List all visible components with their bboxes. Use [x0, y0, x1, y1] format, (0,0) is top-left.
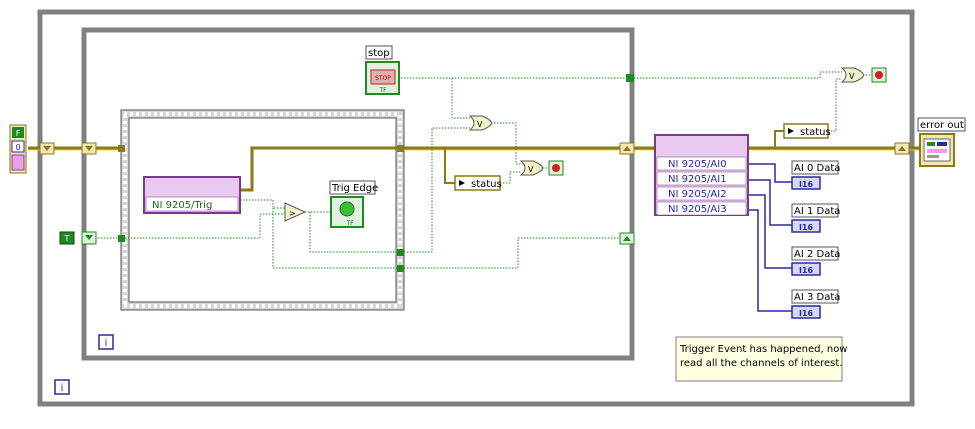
ai-2-type-label: I16 — [799, 266, 814, 275]
ai-channel-row-1 — [656, 171, 747, 186]
boolean-tunnel-inner-right — [619, 232, 635, 245]
or-gate-inner-bottom[interactable]: V — [519, 160, 544, 176]
status-label-outer: status — [800, 127, 831, 138]
ai-read-node[interactable]: NI 9205/AI0 NI 9205/AI1 NI 9205/AI2 NI 9205… — [654, 134, 749, 216]
ai-1-type-label: I16 — [799, 223, 814, 232]
error-cluster-constant[interactable]: F 0 — [9, 124, 27, 174]
ai-channel-row-2 — [656, 186, 747, 201]
ai-channel-label-2: NI 9205/AI2 — [668, 189, 727, 200]
greater-than-node[interactable]: > — [284, 202, 307, 222]
ai-channel-label-0: NI 9205/AI0 — [668, 159, 727, 170]
svg-text:>: > — [289, 209, 296, 218]
error-tunnel-outer-right — [894, 142, 910, 155]
svg-text:T: T — [64, 234, 70, 243]
numeric-constant-label: 0 — [15, 143, 20, 152]
note-line-2: read all the channels of interest. — [680, 358, 842, 369]
stop-label: stop — [368, 48, 390, 59]
stop-tunnel — [626, 74, 634, 82]
inner-while-loop[interactable] — [81, 27, 635, 361]
ai-2-data-label: AI 2 Data — [794, 249, 840, 260]
status-unbundle-outer: status — [783, 123, 831, 139]
error-out-indicator[interactable]: error out — [917, 117, 966, 167]
trigger-read-node[interactable]: NI 9205/Trig — [143, 176, 241, 214]
status-unbundle-inner: status — [454, 175, 502, 191]
true-constant[interactable]: T — [59, 231, 75, 245]
false-constant-label: F — [16, 129, 21, 138]
trig-edge-indicator[interactable]: Trig Edge TF — [329, 180, 378, 228]
stop-control[interactable]: stop STOP TF — [365, 45, 400, 95]
comment-note: Trigger Event has happened, now read all… — [675, 336, 848, 382]
ai-channel-row-0 — [656, 156, 747, 171]
error-tunnel-outer-left — [39, 142, 55, 155]
sequence-film-perforations — [123, 112, 402, 308]
ai-0-type-label: I16 — [799, 180, 814, 189]
ai-channel-label-1: NI 9205/AI1 — [668, 174, 727, 185]
error-tunnel-inner-left — [81, 142, 97, 155]
svg-text:V: V — [477, 120, 483, 129]
ai-channel-rows: NI 9205/AI0 NI 9205/AI1 NI 9205/AI2 NI 9205… — [656, 156, 747, 216]
trigger-channel-label: NI 9205/Trig — [152, 200, 212, 211]
outer-while-loop[interactable] — [37, 9, 915, 407]
or-gate-inner-top[interactable]: V — [468, 115, 493, 131]
svg-text:TF: TF — [345, 220, 354, 227]
svg-text:V: V — [849, 72, 855, 81]
error-out-label: error out — [920, 120, 964, 131]
inner-loop-stop-terminal[interactable] — [548, 160, 564, 176]
status-label-inner: status — [471, 179, 502, 190]
or-gate-outer[interactable]: V — [840, 67, 865, 83]
ai-3-type-label: I16 — [799, 309, 814, 318]
note-line-1: Trigger Event has happened, now — [679, 344, 848, 355]
ai-channel-label-3: NI 9205/AI3 — [668, 204, 727, 215]
ai-0-data-label: AI 0 Data — [794, 163, 840, 174]
error-tunnel-inner-right — [619, 142, 635, 155]
outer-loop-stop-terminal[interactable] — [871, 67, 887, 83]
svg-text:TF: TF — [378, 87, 387, 94]
svg-text:V: V — [528, 165, 534, 174]
inner-loop-iteration-terminal: i — [98, 334, 114, 350]
ai-3-data-label: AI 3 Data — [794, 292, 840, 303]
ai-1-data-label: AI 1 Data — [794, 206, 840, 217]
trig-edge-label: Trig Edge — [331, 183, 378, 194]
svg-text:i: i — [105, 338, 108, 349]
stop-button-text: STOP — [375, 75, 391, 82]
outer-loop-iteration-terminal: i — [54, 379, 70, 395]
svg-text:i: i — [61, 383, 64, 394]
sequence-tunnels — [118, 145, 404, 272]
ai-channel-row-3 — [656, 201, 747, 216]
boolean-tunnel-inner-left — [81, 231, 97, 245]
